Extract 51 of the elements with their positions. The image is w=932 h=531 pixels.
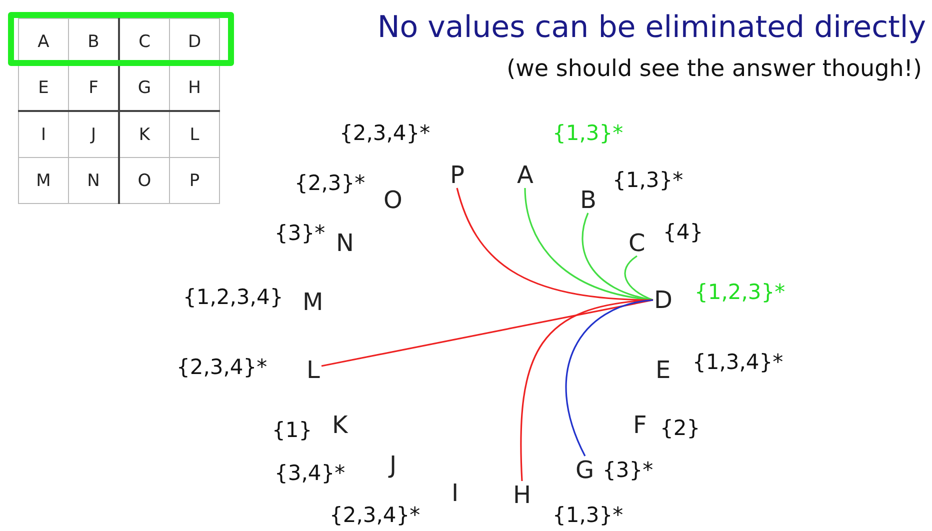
domain-label: {2} [660,418,700,438]
variable-label: N [336,231,354,255]
constraint-line [624,255,654,301]
variable-label: I [452,481,459,505]
variable-label: A [517,163,534,187]
variable-label: B [580,188,596,212]
variable-label: M [302,290,324,314]
domain-label: {2,3}* [294,172,366,194]
variable-label: J [390,453,397,477]
domain-label: {1,3}* [552,504,624,526]
title: No values can be eliminated directly [377,10,926,45]
grid-cell: H [170,64,220,111]
grid-cell: E [18,64,68,111]
domain-label: {2,3,4}* [340,122,430,144]
grid-cell: F [68,64,119,111]
variable-label: E [656,358,671,382]
domain-label: {1,2,3}* [694,282,786,302]
variable-label: F [633,413,647,437]
variable-label: G [576,458,594,482]
domain-label: {3}* [602,460,654,480]
variable-label: C [628,231,646,255]
variable-label: K [332,413,348,437]
grid-cell: P [170,158,220,204]
domain-label: {1,3,4}* [692,352,784,372]
constraint-line [520,299,654,482]
constraint-line [321,299,654,367]
variable-label: D [654,288,672,312]
variable-label: H [513,483,532,507]
grid-cell: L [170,111,220,158]
domain-label: {2,3,4}* [176,356,268,378]
constraint-line [456,188,654,301]
variable-label: L [306,358,320,382]
domain-label: {1,3}* [552,122,624,144]
domain-label: {1,3}* [612,170,684,190]
subtitle: (we should see the answer though!) [506,56,922,82]
grid-cell: O [119,158,170,204]
grid-cell: N [68,158,119,204]
grid-cell: K [119,111,170,158]
domain-label: {1} [272,420,312,440]
constraint-line [566,299,654,456]
domain-label: {4} [663,222,704,242]
domain-label: {3}* [274,222,326,244]
grid-cell: J [68,111,119,158]
grid-cell: I [18,111,68,158]
grid-cell: M [18,158,68,204]
domain-label: {1,2,3,4} [183,286,284,308]
variable-label: P [450,163,464,187]
grid-cell: G [119,64,170,111]
variable-label: O [384,188,402,212]
domain-label: {2,3,4}* [330,504,420,526]
domain-label: {3,4}* [274,462,346,484]
